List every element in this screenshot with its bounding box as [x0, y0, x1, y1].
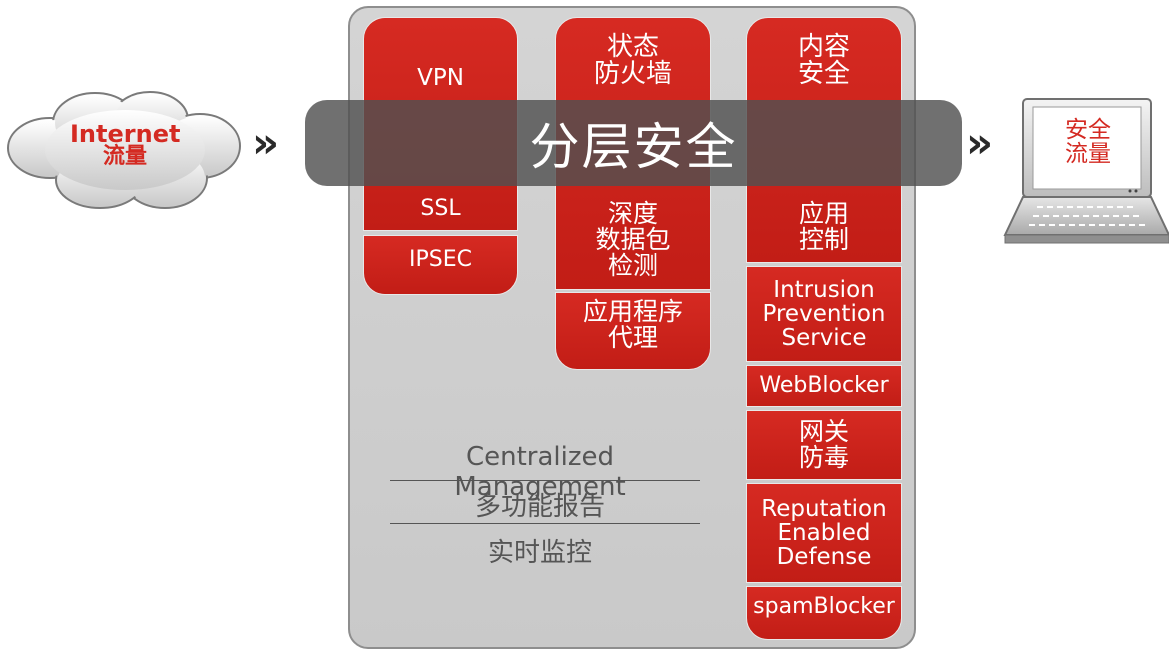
reporting-label: 多功能报告 — [474, 492, 605, 522]
spamblocker-block: spamBlocker — [746, 586, 902, 640]
internet-label: Internet 流量 — [70, 122, 180, 168]
ipsec-block: IPSEC — [363, 235, 518, 295]
dpi-block: 深度 数据包 检测 — [555, 192, 711, 288]
secure-traffic-line1: 安全 — [1065, 117, 1111, 143]
gateway-av-label: 网关 防毒 — [798, 416, 849, 472]
app-proxy-label: 应用程序 代理 — [582, 297, 683, 353]
internet-label-line2: 流量 — [102, 144, 147, 169]
layered-security-label: 分层安全 — [529, 118, 738, 176]
centralized-management-label: Centralized Management — [454, 442, 626, 502]
management-divider-2 — [390, 523, 700, 524]
ips-label: Intrusion Prevention Service — [762, 276, 886, 352]
dpi-label: 深度 数据包 检测 — [595, 198, 671, 281]
stateful-firewall-label: 状态 防火墙 — [593, 32, 672, 90]
ssl-label: SSL — [420, 196, 461, 222]
laptop-icon — [1003, 98, 1169, 244]
secure-traffic-line2: 流量 — [1065, 141, 1111, 168]
webblocker-label: WebBlocker — [759, 373, 889, 399]
red-label: Reputation Enabled Defense — [761, 495, 887, 571]
app-control-block: 应用 控制 — [746, 192, 902, 262]
ipsec-label: IPSEC — [409, 247, 472, 272]
management-divider-1 — [390, 480, 700, 481]
red-block: Reputation Enabled Defense — [746, 483, 902, 583]
app-control-label: 应用 控制 — [798, 198, 849, 254]
internet-cloud — [7, 91, 241, 209]
content-security-label: 内容 安全 — [797, 32, 850, 90]
gateway-av-block: 网关 防毒 — [746, 410, 902, 480]
ips-block: Intrusion Prevention Service — [746, 266, 902, 362]
layered-security-band: 分层安全 — [305, 100, 962, 186]
webblocker-block: WebBlocker — [746, 365, 902, 407]
ssl-block: SSL — [363, 186, 518, 232]
right-chevron-icon: » — [966, 118, 994, 167]
app-proxy-block: 应用程序 代理 — [555, 292, 711, 370]
spamblocker-label: spamBlocker — [753, 594, 895, 619]
secure-traffic-label: 安全 流量 — [1050, 118, 1126, 166]
internet-label-line1: Internet — [70, 120, 181, 148]
left-chevron-icon: » — [252, 118, 280, 167]
realtime-monitoring-label: 实时监控 — [487, 538, 592, 568]
vpn-label: VPN — [417, 65, 464, 91]
